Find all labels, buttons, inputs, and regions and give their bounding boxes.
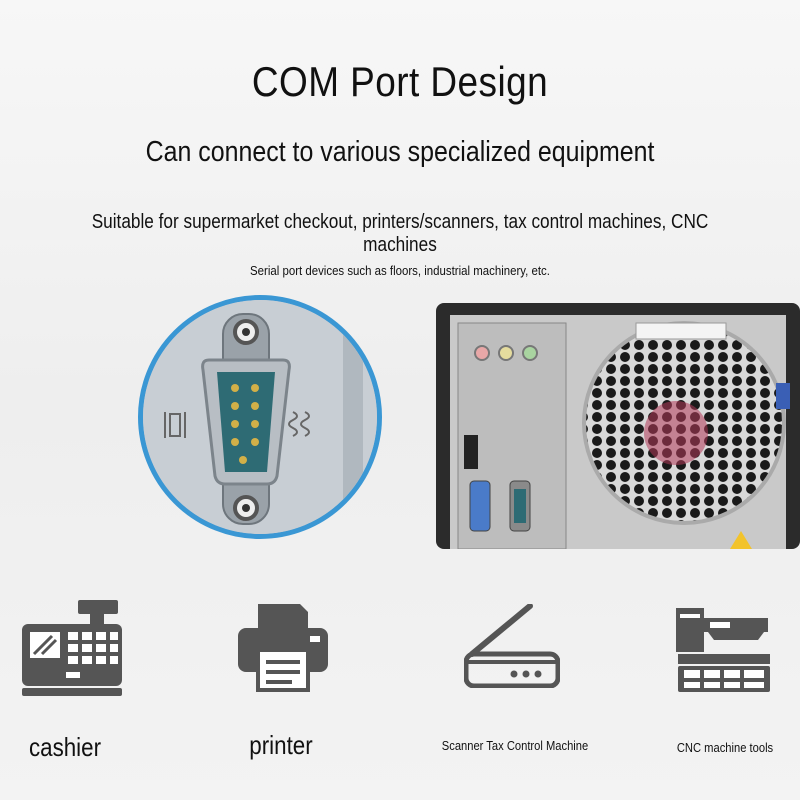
description-line-1: Suitable for supermarket checkout, print… <box>91 211 709 256</box>
scanner-icon <box>464 604 560 688</box>
printer-icon <box>238 604 328 692</box>
page-subtitle: Can connect to various specialized equip… <box>145 136 655 168</box>
com-port-closeup-image <box>138 295 382 539</box>
device-label-scanner: Scanner Tax Control Machine <box>441 738 589 753</box>
pc-rear-panel-illustration <box>436 303 800 550</box>
description-line-2: Serial port devices such as floors, indu… <box>250 263 550 278</box>
device-label-cnc: CNC machine tools <box>676 740 774 755</box>
device-label-printer: printer <box>249 730 313 760</box>
cash-register-icon <box>22 600 122 696</box>
device-label-cashier: cashier <box>28 732 102 762</box>
cnc-machine-icon <box>676 608 770 692</box>
pc-tower-rear-image <box>436 303 800 550</box>
db9-connector-icon <box>143 300 377 534</box>
page-title: COM Port Design <box>251 58 549 105</box>
